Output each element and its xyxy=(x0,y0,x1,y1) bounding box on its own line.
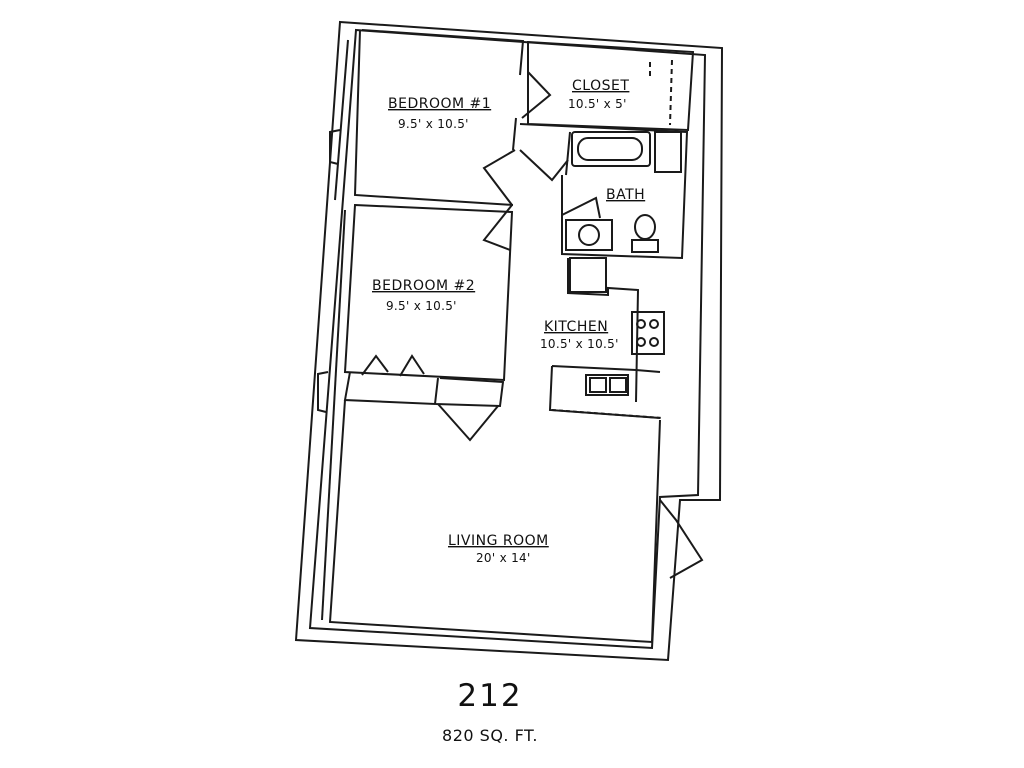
left-pilaster xyxy=(329,129,341,165)
closet-door xyxy=(521,71,552,119)
unit-number: 212 xyxy=(457,678,523,714)
kitchen-label: KITCHEN xyxy=(544,319,608,335)
bath-door xyxy=(561,196,601,219)
closet-door-swing xyxy=(361,354,425,377)
unit-area: 820 SQ. FT. xyxy=(442,726,538,745)
bath-wall xyxy=(519,123,689,260)
closet-size: 10.5' x 5' xyxy=(568,97,627,111)
kitchen-sink xyxy=(585,374,629,396)
bath-label: BATH xyxy=(606,187,645,203)
bedroom1-label: BEDROOM #1 xyxy=(388,96,491,112)
closet-label: CLOSET xyxy=(572,78,629,94)
bedroom2-door xyxy=(482,204,513,251)
living-room-label: LIVING ROOM xyxy=(448,533,549,549)
kitchen-size: 10.5' x 10.5' xyxy=(540,337,619,351)
outer-wall xyxy=(294,20,724,662)
vanity xyxy=(565,219,613,251)
bedroom1-door xyxy=(482,149,516,206)
bedroom2-wall xyxy=(343,203,514,382)
closet-wall xyxy=(527,40,695,132)
toilet-tank xyxy=(631,239,659,253)
bathtub xyxy=(571,131,651,167)
kitchen-sink-basin xyxy=(589,377,607,393)
sink xyxy=(578,224,600,246)
left-window xyxy=(334,39,349,201)
living-room-size: 20' x 14' xyxy=(476,551,531,565)
kitchen-sink-basin xyxy=(609,377,627,393)
living-room-wall xyxy=(328,399,661,644)
left-pilaster xyxy=(317,371,329,413)
bath-shelf xyxy=(654,131,682,173)
toilet-bowl xyxy=(634,214,656,240)
left-window xyxy=(321,209,346,621)
hall-door xyxy=(519,149,569,182)
bedroom2-closet xyxy=(343,371,505,408)
bedroom1-size: 9.5' x 10.5' xyxy=(398,117,469,131)
bedroom2-label: BEDROOM #2 xyxy=(372,278,475,294)
bedroom2-size: 9.5' x 10.5' xyxy=(386,299,457,313)
kitchen-counter xyxy=(567,258,640,403)
burner xyxy=(649,337,659,347)
fridge xyxy=(569,257,607,293)
burner xyxy=(636,337,646,347)
entry-door xyxy=(659,499,704,579)
counter-edge xyxy=(551,409,663,419)
range xyxy=(631,311,665,355)
burner xyxy=(649,319,659,329)
bedroom2-closet-door xyxy=(437,403,499,442)
inner-wall xyxy=(308,28,707,650)
bedroom1-wall xyxy=(353,29,525,206)
closet-door xyxy=(669,59,673,126)
burner xyxy=(636,319,646,329)
bathtub-inner xyxy=(577,137,643,161)
